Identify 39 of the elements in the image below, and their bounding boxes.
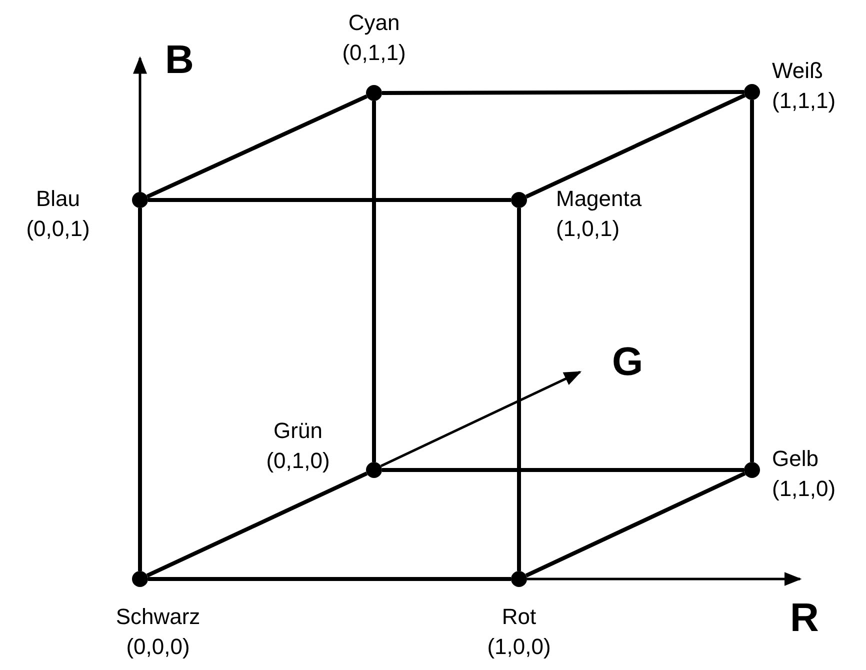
coordinate-label: (0,1,1) bbox=[342, 40, 406, 66]
coordinate-label: (0,1,0) bbox=[266, 448, 330, 474]
coordinate-label: (1,1,0) bbox=[772, 476, 836, 502]
axis-label: R bbox=[790, 596, 819, 640]
cube-edge bbox=[148, 198, 511, 202]
cube-edge bbox=[138, 208, 142, 571]
cube-edge bbox=[525, 472, 746, 578]
vertex-dot bbox=[366, 85, 382, 101]
coordinate-label: (1,1,1) bbox=[772, 88, 836, 114]
cube-edge bbox=[517, 208, 521, 571]
vertex-dot bbox=[511, 192, 527, 208]
axis-label: B bbox=[165, 38, 194, 82]
vertex-dot bbox=[744, 84, 760, 100]
vertex-dot bbox=[366, 462, 382, 478]
color-name-label: Cyan bbox=[348, 10, 400, 36]
cube-edge bbox=[525, 94, 746, 198]
coordinate-label: (0,0,1) bbox=[26, 216, 90, 242]
color-name-label: Magenta bbox=[556, 186, 642, 212]
cube-edge bbox=[382, 468, 744, 472]
color-name-label: Gelb bbox=[772, 446, 818, 472]
cube-edge bbox=[382, 90, 744, 95]
color-name-label: Grün bbox=[274, 418, 322, 444]
color-name-label: Schwarz bbox=[116, 604, 200, 630]
vertex-dot bbox=[132, 192, 148, 208]
cube-edge bbox=[148, 577, 511, 581]
vertex-dot bbox=[744, 462, 760, 478]
cube-edge bbox=[372, 101, 376, 462]
color-name-label: Weiß bbox=[772, 58, 823, 84]
cube-edge bbox=[750, 100, 754, 462]
vertex-dot bbox=[511, 571, 527, 587]
coordinate-label: (1,0,0) bbox=[487, 634, 551, 660]
color-name-label: Blau bbox=[36, 186, 80, 212]
color-name-label: Rot bbox=[502, 604, 536, 630]
cube-edge bbox=[146, 94, 368, 198]
vertex-dot bbox=[132, 571, 148, 587]
coordinate-label: (0,0,0) bbox=[126, 634, 190, 660]
cube-edge bbox=[146, 472, 368, 578]
axis-label: G bbox=[612, 340, 644, 384]
coordinate-label: (1,0,1) bbox=[556, 216, 620, 242]
